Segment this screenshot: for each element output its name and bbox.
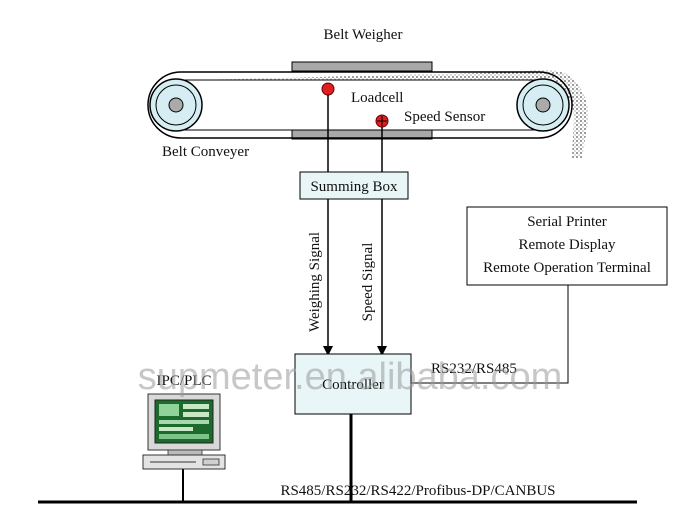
- watermark: supmeter.en.alibaba.com: [138, 356, 563, 398]
- summing-box-label: Summing Box: [310, 179, 398, 195]
- weigher-top-plate: [291, 61, 433, 72]
- belt-weigher-label: Belt Weigher: [324, 27, 403, 43]
- controller-label: Controller: [322, 377, 384, 393]
- conveyed-material: [196, 70, 589, 158]
- peripheral-remote-operation-terminal: Remote Operation Terminal: [483, 260, 651, 276]
- weighing-signal-arrowhead: [323, 346, 333, 356]
- speed-signal-arrowhead: [377, 346, 387, 356]
- summing-box: [299, 171, 409, 200]
- left-roller-icon: [149, 78, 203, 132]
- loadcell-sensor-icon: [321, 82, 335, 96]
- fieldbus-label: RS485/RS232/RS422/Profibus-DP/CANBUS: [280, 483, 555, 499]
- peripheral-serial-printer: Serial Printer: [527, 214, 607, 230]
- rs232-rs485-link: [411, 285, 569, 384]
- weighing-signal-label: Weighing Signal: [307, 232, 323, 332]
- computer-icon: [142, 393, 226, 470]
- peripheral-remote-display: Remote Display: [518, 237, 616, 253]
- rs232-rs485-label: RS232/RS485: [431, 361, 517, 377]
- belt-conveyer-label: Belt Conveyer: [162, 144, 249, 160]
- speed-sensor-label: Speed Sensor: [404, 109, 485, 125]
- speed-sensor-icon: [375, 114, 389, 128]
- peripherals-box: [466, 206, 668, 286]
- speed-signal-label: Speed Signal: [360, 243, 376, 322]
- right-roller-icon: [516, 78, 570, 132]
- controller-box: [294, 353, 412, 415]
- ipc-plc-label: IPC/PLC: [156, 373, 211, 389]
- loadcell-label: Loadcell: [351, 90, 403, 106]
